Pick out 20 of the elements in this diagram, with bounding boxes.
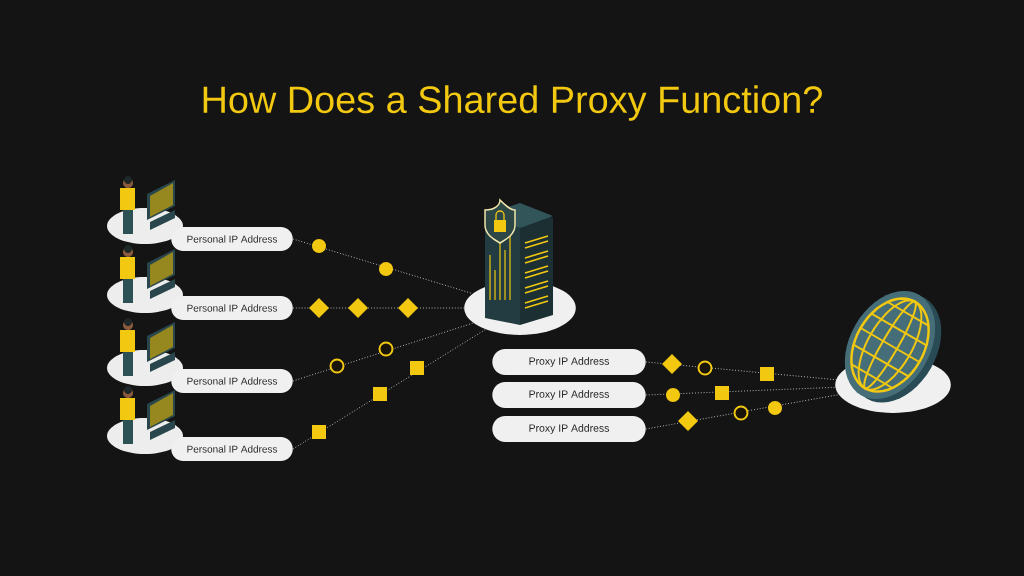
dotted-connector <box>645 394 840 430</box>
dotted-connector <box>292 307 465 309</box>
node-label: Personal IP Address <box>187 377 278 385</box>
node-label: Personal IP Address <box>187 235 278 243</box>
address-pill: Personal IP Address <box>171 227 293 251</box>
address-pill: Proxy IP Address <box>492 382 646 408</box>
address-pill: Proxy IP Address <box>492 416 646 442</box>
address-pill: Personal IP Address <box>171 437 293 461</box>
server-drawing <box>464 199 576 335</box>
address-pill: Personal IP Address <box>171 296 293 320</box>
address-pill: Proxy IP Address <box>492 349 646 375</box>
dotted-connector <box>292 238 474 295</box>
dotted-connector <box>292 322 474 382</box>
globe-drawing <box>835 290 951 413</box>
title: How Does a Shared Proxy Function? <box>203 85 822 121</box>
node-label: Personal IP Address <box>187 304 278 312</box>
dotted-connector <box>645 361 837 381</box>
dotted-connector <box>292 328 487 450</box>
node-label: Personal IP Address <box>187 445 278 453</box>
address-pill: Personal IP Address <box>171 369 293 393</box>
